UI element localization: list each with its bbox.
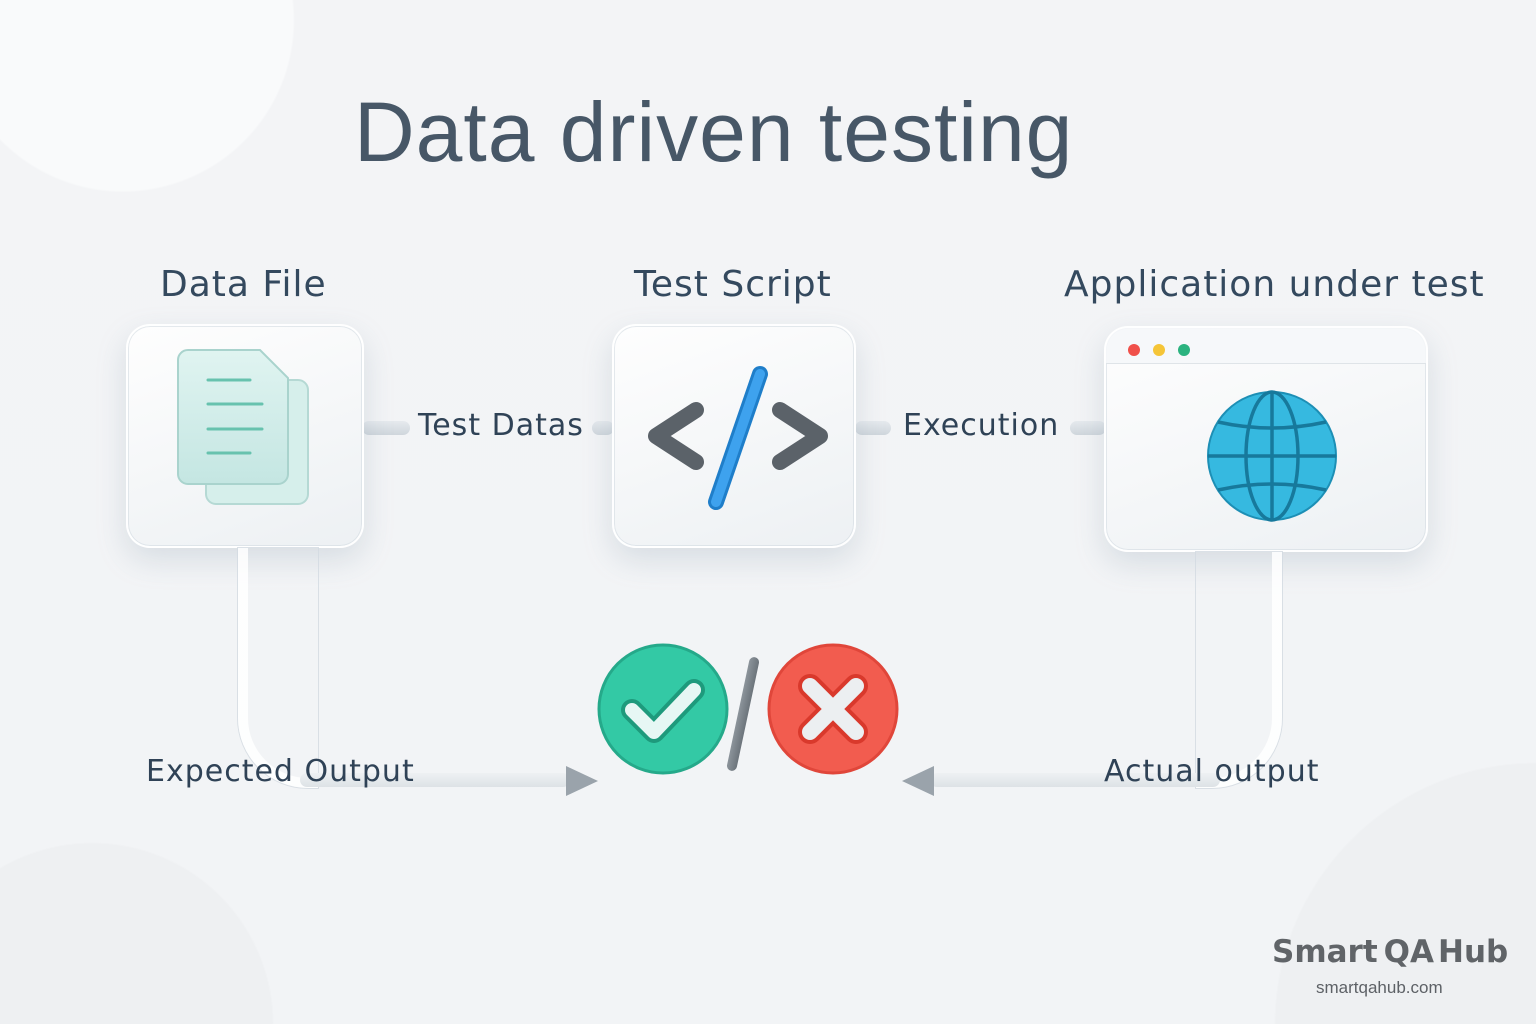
brand-logo-suffix: Hub (1438, 934, 1509, 970)
connector-line (855, 421, 891, 435)
fail-cross-icon (767, 643, 899, 775)
window-minimize-dot (1153, 344, 1165, 356)
globe-icon (1207, 390, 1337, 522)
connector-line (592, 421, 614, 435)
application-window-card[interactable] (1104, 326, 1428, 552)
connector-line (1070, 421, 1106, 435)
brand-logo-mark: QA (1383, 934, 1435, 970)
page-title: Data driven testing (354, 85, 1074, 179)
pass-fail-divider (726, 656, 760, 772)
brand-url[interactable]: smartqahub.com (1316, 978, 1443, 997)
code-icon (648, 366, 828, 510)
brand-logo-prefix: Smart (1272, 934, 1378, 970)
application-heading: Application under test (1064, 264, 1485, 305)
data-file-card[interactable] (126, 324, 364, 548)
window-maximize-dot (1178, 344, 1190, 356)
data-file-heading: Data File (160, 264, 327, 305)
actual-output-arrow-shaft (930, 773, 1220, 787)
arrow-left-icon (902, 766, 934, 796)
actual-output-pipe (1196, 552, 1282, 788)
execution-label: Execution (903, 408, 1060, 443)
test-datas-label: Test Datas (418, 408, 584, 443)
expected-output-pipe (238, 548, 318, 788)
document-icon (177, 349, 309, 505)
arrow-right-icon (566, 766, 598, 796)
expected-output-arrow-shaft (300, 773, 570, 787)
connector-line (362, 421, 410, 435)
window-close-dot (1128, 344, 1140, 356)
test-script-heading: Test Script (634, 264, 832, 305)
test-script-card[interactable] (612, 324, 856, 548)
pass-check-icon (597, 643, 729, 775)
actual-output-label: Actual output (1104, 754, 1320, 789)
expected-output-label: Expected Output (146, 754, 415, 789)
